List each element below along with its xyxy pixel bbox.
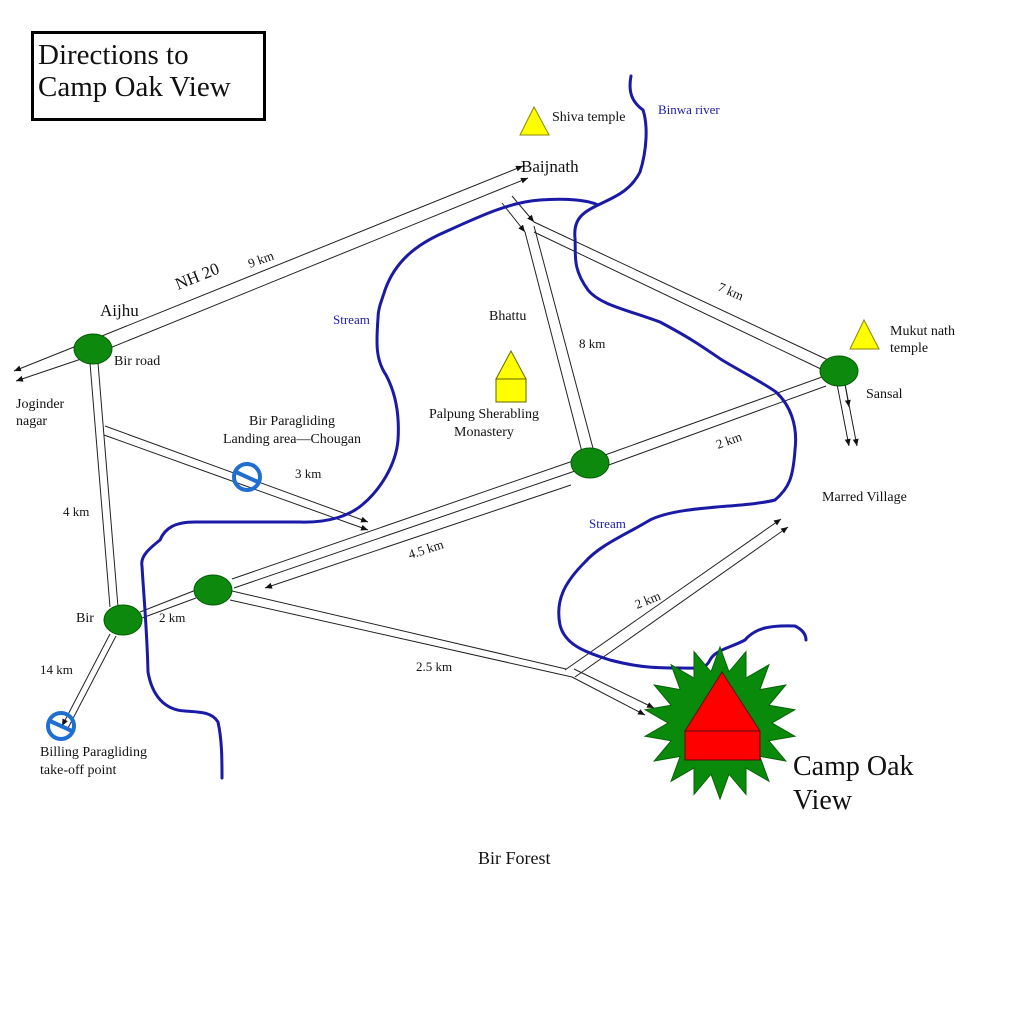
label-landing-2: Landing area—Chougan [223, 432, 361, 447]
label-joginder-2: nagar [16, 414, 47, 429]
label-road-4-5km: 4.5 km [406, 536, 445, 561]
label-billing-2: take-off point [40, 763, 116, 778]
label-mukut-2: temple [890, 341, 928, 356]
label-road-8km: 8 km [579, 336, 605, 351]
road-to-camp [229, 590, 655, 716]
label-nh20: NH 20 [172, 259, 222, 294]
label-baijnath: Baijnath [521, 157, 579, 176]
label-stream-1: Stream [333, 312, 370, 327]
road-baijnath-sansal [511, 195, 829, 371]
label-bir: Bir [76, 611, 94, 626]
label-road-2km-bir: 2 km [159, 610, 185, 625]
junction-aijhu[interactable] [73, 333, 113, 365]
map-title-box: Directions to Camp Oak View [31, 31, 266, 121]
stream-west [140, 197, 600, 780]
junction-bhattu[interactable] [570, 447, 610, 479]
map-title-line-1: Directions to [38, 39, 189, 71]
label-road-7km: 7 km [716, 279, 746, 303]
paragliding-takeoff-icon [46, 711, 76, 741]
label-joginder-1: Joginder [16, 397, 65, 412]
label-billing-1: Billing Paragliding [40, 745, 147, 760]
label-marred-village: Marred Village [822, 490, 907, 505]
shiva-temple-icon [519, 105, 550, 136]
label-monastery-1: Palpung Sherabling [429, 407, 539, 422]
label-aijhu: Aijhu [100, 301, 139, 320]
junction-west[interactable] [193, 574, 233, 606]
label-mukut-1: Mukut nath [890, 324, 955, 339]
label-road-14km: 14 km [40, 662, 73, 677]
camp-house-body [684, 730, 761, 761]
monastery-icon [495, 349, 527, 403]
road-sansal-west [231, 376, 827, 589]
label-landing-1: Bir Paragliding [249, 414, 335, 429]
map-title-line-2: Camp Oak View [38, 71, 231, 103]
road-nh20 [13, 165, 529, 382]
label-camp-1[interactable]: Camp Oak [793, 751, 914, 782]
mukut-nath-temple-icon [849, 318, 880, 350]
label-binwa-river: Binwa river [658, 102, 720, 117]
label-road-2km-camp: 2 km [633, 588, 663, 612]
binwa-river [557, 74, 808, 670]
label-road-3km: 3 km [295, 466, 321, 481]
label-road-4km: 4 km [63, 504, 89, 519]
road-aijhu-bir [89, 362, 119, 608]
label-bhattu: Bhattu [489, 309, 526, 324]
junctions [73, 333, 859, 636]
label-monastery-2: Monastery [454, 425, 514, 440]
label-stream-2: Stream [589, 516, 626, 531]
road-sansal-marred [836, 383, 859, 447]
label-camp-2[interactable]: View [793, 785, 853, 816]
road-bir-billing [61, 633, 117, 729]
label-bir-road: Bir road [114, 354, 160, 369]
camp-oak-view-icon[interactable] [643, 645, 797, 801]
road-camp-marred [564, 518, 789, 678]
junction-bir[interactable] [103, 604, 143, 636]
junction-sansal[interactable] [819, 355, 859, 387]
label-road-2-5km: 2.5 km [416, 659, 452, 674]
label-bir-forest: Bir Forest [478, 848, 551, 868]
label-road-2km-sansal: 2 km [714, 429, 744, 452]
road-bir-junction [139, 589, 197, 619]
paragliding-landing-icon [232, 462, 262, 492]
label-shiva-temple: Shiva temple [552, 110, 626, 125]
label-sansal: Sansal [866, 387, 903, 402]
